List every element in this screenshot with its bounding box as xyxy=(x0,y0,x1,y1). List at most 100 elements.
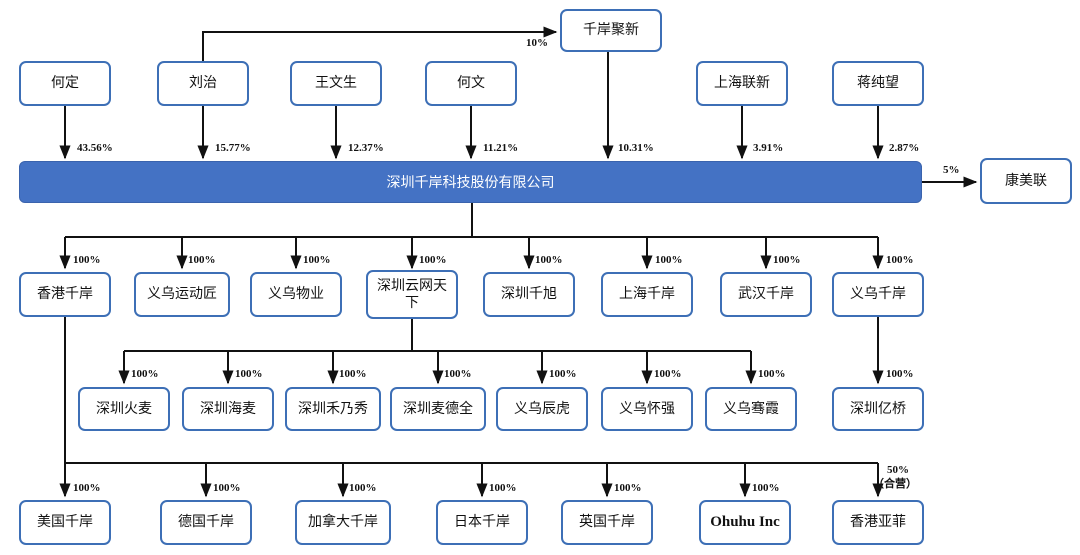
subsidiary-name: 义乌物业 xyxy=(268,286,324,302)
subsidiary-pct: 100% xyxy=(73,254,101,266)
shareholder-name: 何定 xyxy=(51,75,79,91)
hk-sub-name: Ohuhu Inc xyxy=(710,514,780,530)
shareholder-node-wangwensheng: 王文生 xyxy=(290,61,382,106)
shareholder-pct: 2.87% xyxy=(889,142,920,154)
yunwang-sub-name: 义乌辰虎 xyxy=(514,400,570,417)
shareholder-name: 蒋纯望 xyxy=(857,75,899,91)
subsidiary-node-shanghai-qianan: 上海千岸 xyxy=(601,272,693,317)
subsidiary-pct: 100% xyxy=(419,254,447,266)
yunwang-sub-pct: 100% xyxy=(131,368,159,380)
shareholder-name: 上海联新 xyxy=(714,75,770,91)
subsidiary-name: 义乌千岸 xyxy=(850,286,906,302)
hk-sub-name: 美国千岸 xyxy=(37,514,93,530)
yunwang-sub-pct: 100% xyxy=(549,368,577,380)
subsidiary-pct: 100% xyxy=(188,254,216,266)
yunwang-sub-pct: 100% xyxy=(339,368,367,380)
hk-sub-name: 英国千岸 xyxy=(579,514,635,530)
top-holder-node: 千岸聚新 xyxy=(560,9,662,52)
shareholder-node-heding: 何定 xyxy=(19,61,111,106)
shareholder-node-shanghai-lianxin: 上海联新 xyxy=(696,61,788,106)
shareholder-pct: 12.37% xyxy=(348,142,384,154)
shareholder-pct: 10.31% xyxy=(618,142,654,154)
main-company-bar: 深圳千岸科技股份有限公司 xyxy=(19,161,922,203)
subsidiary-node-yiwu-wuye: 义乌物业 xyxy=(250,272,342,317)
top-holder-pct: 10% xyxy=(526,37,548,49)
subsidiary-node-wuhan-qianan: 武汉千岸 xyxy=(720,272,812,317)
subsidiary-node-shenzhen-yunwang: 深圳云网天下 xyxy=(366,270,458,319)
yunwang-sub-node-huomai: 深圳火麦 xyxy=(78,387,170,431)
shareholder-name: 何文 xyxy=(457,75,485,91)
yiwu-sub-pct: 100% xyxy=(886,368,914,380)
shareholder-pct: 3.91% xyxy=(753,142,784,154)
yunwang-sub-name: 深圳禾乃秀 xyxy=(298,400,368,417)
yunwang-sub-name: 义乌怀强 xyxy=(619,400,675,417)
yunwang-sub-name: 深圳麦德全 xyxy=(403,400,473,417)
yunwang-sub-node-henaixiu: 深圳禾乃秀 xyxy=(285,387,381,431)
hk-sub-pct: 100% xyxy=(73,482,101,494)
subsidiary-name: 上海千岸 xyxy=(619,286,675,302)
yiwu-sub-node-yiqiao: 深圳亿桥 xyxy=(832,387,924,431)
yunwang-sub-node-maidequan: 深圳麦德全 xyxy=(390,387,486,431)
shareholder-name: 刘治 xyxy=(189,75,217,91)
hk-sub-node-japan: 日本千岸 xyxy=(436,500,528,545)
hk-sub-name: 日本千岸 xyxy=(454,514,510,530)
shareholder-pct: 15.77% xyxy=(215,142,251,154)
hk-sub-pct: 100% xyxy=(614,482,642,494)
yunwang-sub-name: 深圳火麦 xyxy=(96,400,152,417)
shareholder-pct: 11.21% xyxy=(483,142,519,154)
shareholder-node-liuzhi: 刘治 xyxy=(157,61,249,106)
yiwu-sub-name: 深圳亿桥 xyxy=(850,400,906,417)
hk-sub-pct: 100% xyxy=(489,482,517,494)
hk-sub-node-hk-yafei: 香港亚菲 xyxy=(832,500,924,545)
subsidiary-pct: 100% xyxy=(535,254,563,266)
hk-sub-node-usa: 美国千岸 xyxy=(19,500,111,545)
investee-pct: 5% xyxy=(943,164,960,176)
joint-venture-note: （合营） xyxy=(873,477,917,490)
yunwang-sub-pct: 100% xyxy=(654,368,682,380)
yunwang-sub-name: 深圳海麦 xyxy=(200,400,256,417)
subsidiary-node-yiwu-qianan: 义乌千岸 xyxy=(832,272,924,317)
subsidiary-name: 武汉千岸 xyxy=(738,286,794,302)
main-company-name: 深圳千岸科技股份有限公司 xyxy=(386,175,555,191)
subsidiary-name: 深圳云网天下 xyxy=(377,277,447,311)
investee-node: 康美联 xyxy=(980,158,1072,204)
yunwang-sub-node-chenhu: 义乌辰虎 xyxy=(496,387,588,431)
subsidiary-pct: 100% xyxy=(303,254,331,266)
yunwang-sub-name: 义乌骞霞 xyxy=(723,400,779,417)
subsidiary-name: 香港千岸 xyxy=(37,286,93,302)
subsidiary-pct: 100% xyxy=(886,254,914,266)
subsidiary-pct: 100% xyxy=(655,254,683,266)
yunwang-sub-pct: 100% xyxy=(758,368,786,380)
subsidiary-name: 义乌运动匠 xyxy=(147,286,217,302)
investee-name: 康美联 xyxy=(1005,172,1047,189)
hk-sub-node-canada: 加拿大千岸 xyxy=(295,500,391,545)
subsidiary-node-hk-qianan: 香港千岸 xyxy=(19,272,111,317)
yunwang-sub-node-haimai: 深圳海麦 xyxy=(182,387,274,431)
yunwang-sub-node-huaiqiang: 义乌怀强 xyxy=(601,387,693,431)
shareholder-node-hewen: 何文 xyxy=(425,61,517,106)
subsidiary-node-shenzhen-qianxu: 深圳千旭 xyxy=(483,272,575,317)
liuzhi-to-juxin-connector xyxy=(202,26,558,61)
hk-sub-pct: 100% xyxy=(213,482,241,494)
hk-sub-name: 香港亚菲 xyxy=(850,514,906,530)
yunwang-sub-node-qianxia: 义乌骞霞 xyxy=(705,387,797,431)
yunwang-sub-pct: 100% xyxy=(235,368,263,380)
hk-sub-name: 德国千岸 xyxy=(178,514,234,530)
hk-sub-node-germany: 德国千岸 xyxy=(160,500,252,545)
subsidiary-pct: 100% xyxy=(773,254,801,266)
subsidiary-name: 深圳千旭 xyxy=(501,286,557,302)
shareholder-name: 王文生 xyxy=(315,75,357,91)
hk-sub-node-uk: 英国千岸 xyxy=(561,500,653,545)
hk-sub-pct: 100% xyxy=(752,482,780,494)
shareholder-node-jiangchunwang: 蒋纯望 xyxy=(832,61,924,106)
hk-sub-pct: 50% xyxy=(887,464,909,476)
hk-sub-pct: 100% xyxy=(349,482,377,494)
shareholder-pct: 43.56% xyxy=(77,142,113,154)
hk-sub-name: 加拿大千岸 xyxy=(308,514,378,530)
subsidiary-node-yiwu-yundongjiang: 义乌运动匠 xyxy=(134,272,230,317)
yunwang-sub-pct: 100% xyxy=(444,368,472,380)
hk-sub-node-ohuhu: Ohuhu Inc xyxy=(699,500,791,545)
top-holder-name: 千岸聚新 xyxy=(583,22,639,38)
